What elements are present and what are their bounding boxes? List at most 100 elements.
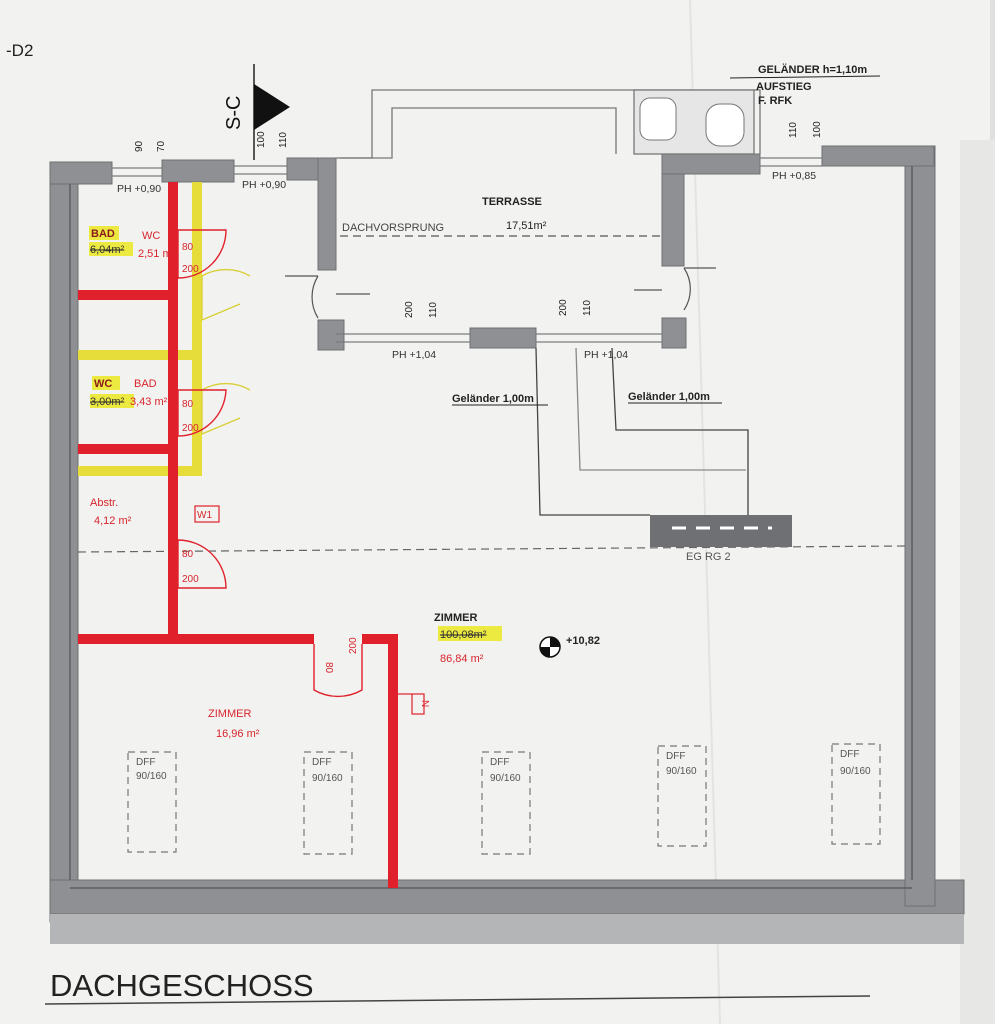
- outer-wall-top-a: [49, 161, 113, 185]
- gelaender-top-label: GELÄNDER h=1,10m: [758, 63, 867, 76]
- section-label: S-C: [223, 96, 245, 130]
- skylight-1: [127, 751, 177, 853]
- height-70: 70: [156, 140, 167, 152]
- outer-wall-top-b: [161, 159, 235, 183]
- sheet-bottom-band: [50, 914, 964, 944]
- abstr-area: 4,12 m²: [94, 515, 132, 527]
- door1-width: 80: [182, 242, 194, 253]
- sheet-ref: -D2: [6, 41, 33, 60]
- bad2-name: BAD: [134, 378, 157, 390]
- bad1-area-old: 6,04m²: [90, 244, 125, 256]
- railing-lines: [535, 347, 749, 516]
- door4-width: 80: [323, 662, 334, 674]
- window-110-right: 110: [582, 300, 593, 316]
- height-110-right: 110: [788, 122, 799, 138]
- door2-width: 80: [182, 399, 194, 410]
- skylight-3-size: 90/160: [490, 773, 521, 784]
- demolish-walls: [78, 182, 202, 476]
- skylight-2-label: DFF: [312, 757, 331, 768]
- terrace-wall-right-low: [661, 317, 687, 349]
- skylight-4: [657, 745, 707, 847]
- skylight-3: [481, 751, 531, 855]
- skylight-5-label: DFF: [840, 749, 859, 760]
- height-110: 110: [278, 132, 289, 148]
- door1-height: 200: [182, 264, 199, 275]
- demolish-door-swings: [201, 269, 251, 435]
- skylight-4-size: 90/160: [666, 766, 697, 777]
- new-walls: [78, 182, 398, 888]
- outer-wall-top-e: [821, 145, 935, 167]
- terrace-wall-left-low: [317, 319, 345, 351]
- skylight-2-size: 90/160: [312, 773, 343, 784]
- height-100: 100: [256, 131, 267, 148]
- zimmer-small-name: ZIMMER: [208, 708, 251, 720]
- gelaender-right-label: Geländer 1,00m: [628, 391, 710, 403]
- terrace-doors: [285, 267, 716, 319]
- level-symbol: [539, 636, 561, 658]
- title-underline: [44, 995, 871, 1005]
- skylight-4-label: DFF: [666, 751, 685, 762]
- wc1-area: 2,51 m²: [138, 248, 176, 260]
- parapet-2: PH +0,90: [242, 179, 286, 191]
- gelaender-top-underline: [729, 75, 881, 79]
- abstr-name: Abstr.: [90, 497, 118, 509]
- door-wc1: [177, 229, 227, 279]
- outer-wall-right: [904, 145, 936, 907]
- window-tag: W1: [197, 510, 212, 521]
- skylight-2: [303, 751, 353, 855]
- dachvorsprung-label: DACHVORSPRUNG: [342, 222, 444, 234]
- n-tag: N: [419, 700, 430, 707]
- toilet-fixture-b: [705, 103, 745, 147]
- aufstieg-label: AUFSTIEG: [756, 81, 812, 93]
- outer-wall-bottom: [49, 879, 965, 915]
- outer-wall-top-d: [661, 153, 761, 175]
- parapet-3: PH +0,85: [772, 170, 816, 182]
- stair-opening: [650, 515, 792, 547]
- zimmer-small-area: 16,96 m²: [216, 728, 260, 740]
- terrasse-area: 17,51m²: [506, 220, 547, 232]
- terrace-wall-pier: [469, 327, 537, 349]
- window-200-right: 200: [558, 299, 569, 316]
- toilet-fixture-a: [639, 97, 677, 141]
- parapet-1: PH +0,90: [117, 183, 161, 195]
- parapet-4: PH +1,04: [392, 349, 436, 361]
- sheet-title: DACHGESCHOSS: [50, 968, 314, 1003]
- new-door-swings: [177, 229, 363, 698]
- skylight-1-label: DFF: [136, 757, 155, 768]
- section-arrow: [254, 84, 290, 130]
- window-110-left: 110: [428, 302, 439, 318]
- door2-height: 200: [182, 423, 199, 434]
- door4-height: 200: [348, 637, 359, 654]
- skylight-5: [831, 743, 881, 845]
- door3-height: 200: [182, 574, 199, 585]
- outer-wall-left: [49, 161, 79, 923]
- top-windows: [112, 157, 822, 343]
- height-90: 90: [134, 140, 145, 152]
- wc2-name: WC: [94, 378, 112, 390]
- window-tag-box: [194, 505, 220, 523]
- door-abstr: [177, 539, 227, 589]
- rfk-label: F. RFK: [758, 95, 792, 107]
- skylight-5-size: 90/160: [840, 766, 871, 777]
- door-zimmer: [313, 644, 363, 698]
- paper-right-strip: [960, 140, 995, 1024]
- zimmer-main-area: 86,84 m²: [440, 653, 484, 665]
- skylights: [127, 743, 881, 855]
- skylight-3-label: DFF: [490, 757, 509, 768]
- highlights: [89, 226, 502, 641]
- height-100-right: 100: [812, 121, 823, 138]
- skylight-1-size: 90/160: [136, 771, 167, 782]
- window-200-left: 200: [404, 301, 415, 318]
- terrace-wall-left: [317, 157, 337, 271]
- zimmer-main-area-old: 100,08m²: [440, 629, 487, 641]
- eg-rg-label: EG RG 2: [686, 551, 731, 563]
- wc1-name: WC: [142, 230, 160, 242]
- terrasse-name: TERRASSE: [482, 196, 542, 208]
- wc2-area-old: 3,00m²: [90, 396, 125, 408]
- level-label: +10,82: [566, 635, 600, 647]
- bad2-area: 3,43 m²: [130, 396, 168, 408]
- parapet-5: PH +1,04: [584, 349, 628, 361]
- door-bad2: [177, 389, 227, 437]
- bad1-name: BAD: [91, 228, 115, 240]
